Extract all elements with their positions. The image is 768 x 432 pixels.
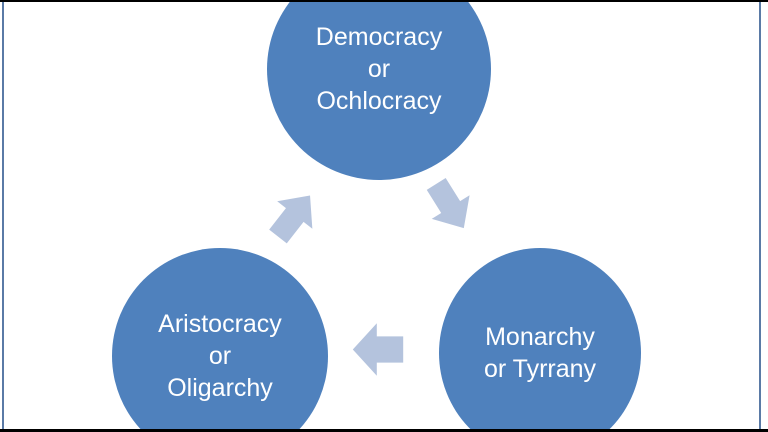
node-democracy-circle: Democracy or Ochlocracy (267, 0, 491, 180)
node-label-line: or Tyrrany (483, 355, 597, 383)
block-arrow-shape (426, 178, 470, 229)
slide-border-right (759, 0, 761, 432)
node-label-line: Democracy (315, 23, 443, 51)
arrow-democracy-to-monarchy-icon (407, 163, 492, 248)
node-label-line: or (208, 342, 232, 370)
block-arrow-shape (352, 323, 404, 376)
letterbox-top (0, 0, 768, 2)
node-monarchy-circle: Monarchy or Tyrrany (439, 248, 641, 432)
node-label-line: Oligarchy (167, 374, 273, 402)
node-label-line: Monarchy (485, 323, 595, 351)
node-aristocracy-circle: Aristocracy or Oligarchy (112, 248, 328, 432)
slide-border-left (2, 0, 4, 432)
letterbox-bottom (0, 429, 768, 432)
node-label-line: or (367, 55, 391, 83)
node-label-line: Aristocracy (158, 310, 282, 338)
block-arrow-shape (269, 195, 313, 244)
arrow-aristocracy-to-democracy-icon (250, 172, 337, 259)
node-label-line: Ochlocracy (316, 87, 442, 115)
arrow-monarchy-to-aristocracy-icon (348, 313, 408, 386)
